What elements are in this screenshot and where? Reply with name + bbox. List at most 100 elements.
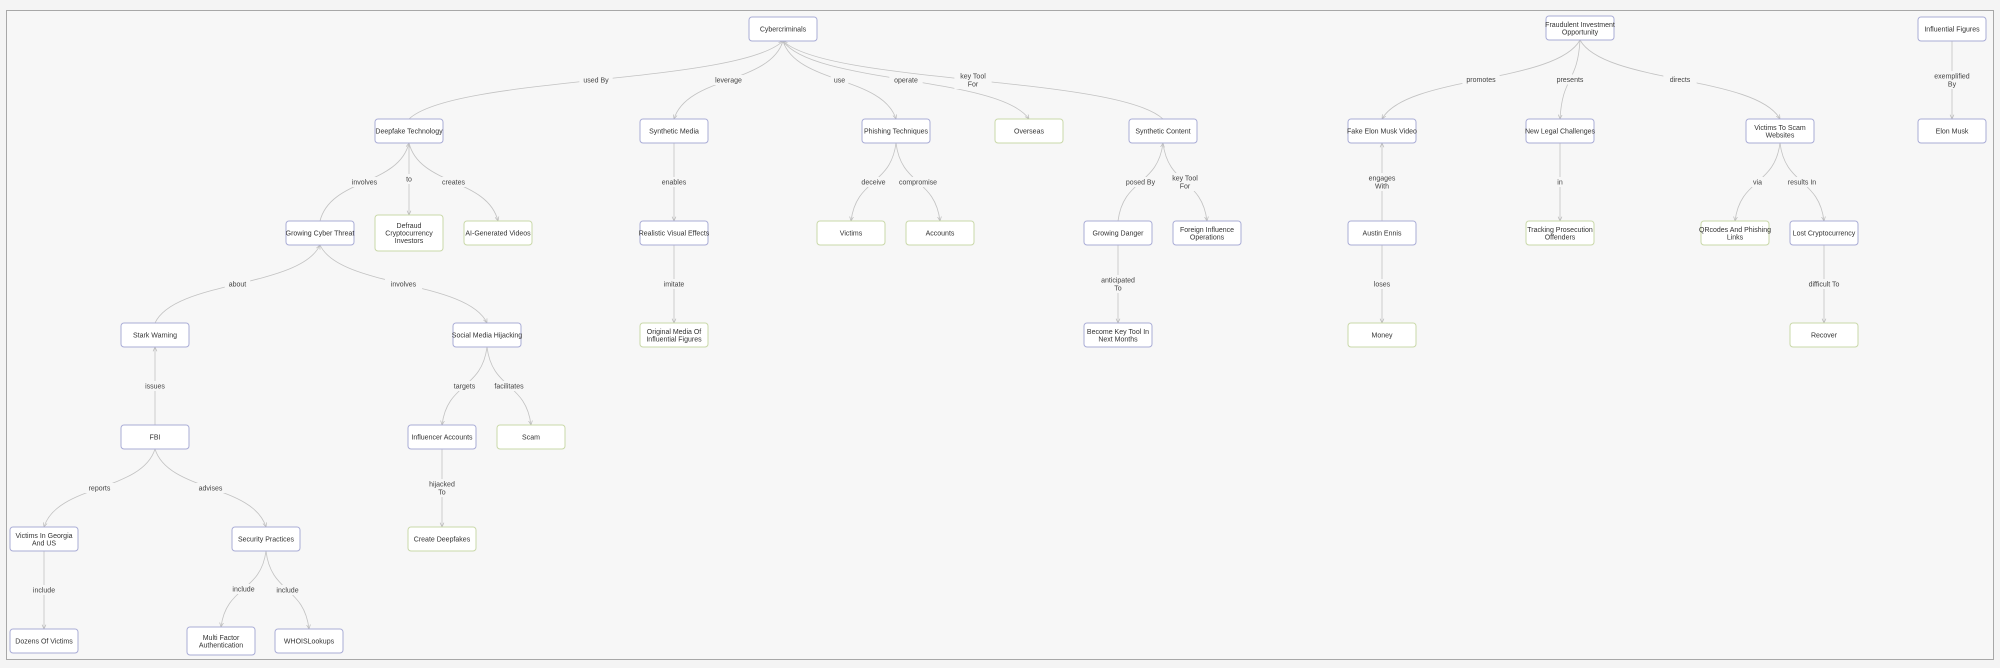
edge-label-background	[1462, 74, 1500, 85]
node-whois[interactable]: WHOISLookups	[274, 628, 344, 654]
edge-label-background	[384, 279, 423, 289]
node-create-deepfakes[interactable]: Create Deepfakes	[407, 526, 477, 552]
node-label: Overseas	[1014, 129, 1044, 136]
node-box	[285, 220, 355, 246]
node-phishing[interactable]: Phishing Techniques	[861, 118, 931, 144]
node-growing-cyber-threat[interactable]: Growing Cyber Threat	[285, 220, 355, 246]
node-realistic-effects[interactable]: Realistic Visual Effects	[639, 220, 710, 246]
node-influencer-accounts[interactable]: Influencer Accounts	[407, 424, 477, 450]
node-box	[1525, 220, 1595, 246]
edge-label: enables	[657, 177, 691, 187]
edge-label: to	[402, 174, 416, 184]
node-box	[905, 220, 975, 246]
node-box	[639, 118, 709, 144]
node-label: Growing Danger	[1093, 231, 1145, 238]
node-label: Synthetic Media	[649, 129, 699, 136]
node-label: Create Deepfakes	[414, 537, 471, 544]
edge-label: issues	[140, 381, 170, 391]
node-lost-crypto[interactable]: Lost Cryptocurrency	[1789, 220, 1859, 246]
edge-label-background	[1748, 177, 1767, 187]
node-austin-ennis[interactable]: Austin Ennis	[1347, 220, 1417, 246]
node-box	[748, 16, 818, 42]
node-synthetic-media[interactable]: Synthetic Media	[639, 118, 709, 144]
edge-label-background	[345, 177, 384, 187]
edge-label-background	[830, 75, 849, 85]
edge-label-background	[1797, 279, 1851, 289]
node-social-hijacking[interactable]: Social Media Hijacking	[452, 322, 523, 348]
node-elon-musk[interactable]: Elon Musk	[1917, 118, 1987, 144]
node-accounts[interactable]: Accounts	[905, 220, 975, 246]
edge-label-background	[484, 381, 534, 391]
node-synthetic-content[interactable]: Synthetic Content	[1128, 118, 1198, 144]
node-cybercriminals[interactable]: Cybercriminals	[748, 16, 818, 42]
node-box	[1525, 118, 1595, 144]
edge-label: involves	[384, 279, 423, 289]
node-box	[1083, 220, 1153, 246]
node-box	[1347, 322, 1417, 348]
edge-label: promotes	[1462, 74, 1500, 85]
node-stark-warning[interactable]: Stark Warning	[120, 322, 190, 348]
edge-label-text: compromise	[899, 180, 937, 187]
node-security-practices[interactable]: Security Practices	[231, 526, 301, 552]
node-label: Deepfake Technology	[375, 129, 443, 136]
edge-label: operate	[889, 75, 923, 85]
edge-label-text: presents	[1557, 77, 1584, 84]
node-dozens-victims[interactable]: Dozens Of Victims	[9, 628, 79, 654]
edge-label-text: about	[229, 282, 247, 289]
node-recover[interactable]: Recover	[1789, 322, 1859, 348]
node-growing-danger[interactable]: Growing Danger	[1083, 220, 1153, 246]
edge-label-background	[1166, 173, 1204, 191]
node-deepfake-tech[interactable]: Deepfake Technology	[374, 118, 444, 144]
node-label: Dozens Of Victims	[15, 639, 73, 646]
node-ai-videos[interactable]: AI-Generated Videos	[463, 220, 533, 246]
node-influential-figures[interactable]: Influential Figures	[1917, 16, 1987, 42]
edge-label-text: use	[834, 78, 845, 85]
node-label: Social Media Hijacking	[452, 333, 523, 340]
edge-label-text: used By	[583, 78, 609, 85]
edge-label-text: posed By	[1126, 180, 1156, 187]
edge-label: posed By	[1121, 177, 1160, 187]
node-label: Growing Cyber Threat	[286, 231, 355, 238]
edge-label-background	[1093, 275, 1143, 293]
node-box	[9, 628, 79, 654]
edge-label-text: via	[1753, 180, 1762, 187]
node-fake-musk-video[interactable]: Fake Elon Musk Video	[1347, 118, 1417, 144]
edge-label-text: involves	[352, 180, 378, 187]
node-label: Influential Figures	[1924, 27, 1980, 34]
edge-label-text: promotes	[1466, 77, 1496, 84]
node-money[interactable]: Money	[1347, 322, 1417, 348]
node-box	[120, 424, 190, 450]
node-victims[interactable]: Victims	[816, 220, 886, 246]
edge-label-text: include	[276, 588, 298, 595]
node-box	[861, 118, 931, 144]
node-label: Money	[1371, 333, 1393, 340]
node-label: WHOISLookups	[284, 639, 335, 646]
node-overseas[interactable]: Overseas	[994, 118, 1064, 144]
edge-label-text: include	[232, 587, 254, 594]
node-fbi[interactable]: FBI	[120, 424, 190, 450]
node-box	[9, 526, 79, 552]
node-box	[1128, 118, 1198, 144]
node-legal-challenges[interactable]: New Legal Challenges	[1525, 118, 1596, 144]
node-box	[1700, 220, 1770, 246]
node-box	[374, 214, 444, 252]
edge-label-background	[895, 177, 941, 187]
node-scam[interactable]: Scam	[496, 424, 566, 450]
node-label: Austin Ennis	[1363, 231, 1402, 238]
